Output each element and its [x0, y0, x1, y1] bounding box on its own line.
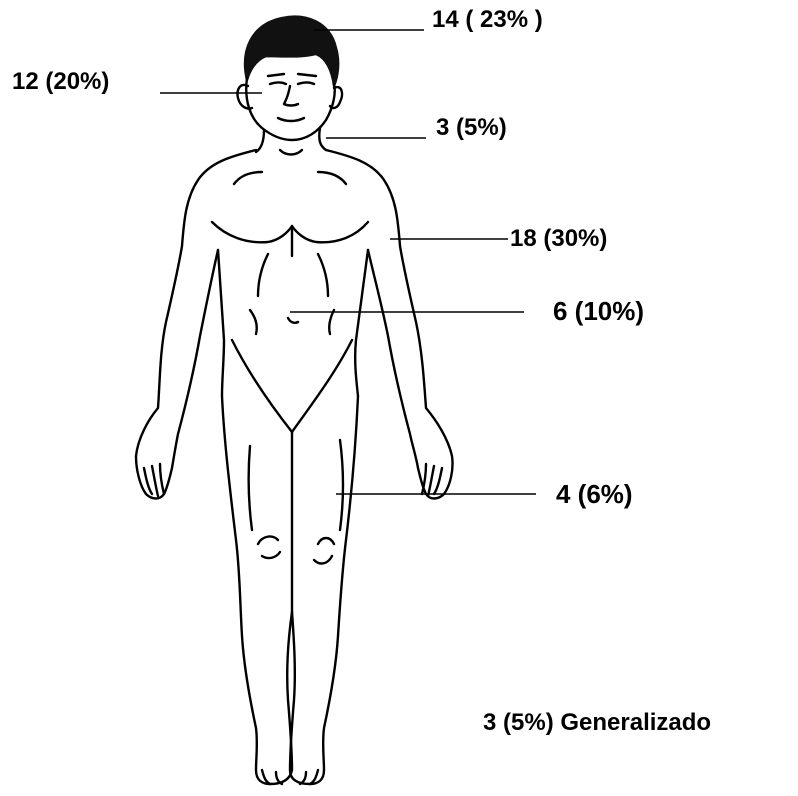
left-ear — [237, 85, 252, 109]
label-arm: 18 (30%) — [510, 227, 607, 251]
label-trunk: 6 (10%) — [553, 298, 644, 324]
torso-right-side — [355, 250, 368, 396]
label-head: 14 ( 23% ) — [432, 8, 543, 32]
left-leg-outline — [222, 396, 292, 784]
hair — [245, 17, 338, 86]
right-leg-outline — [290, 396, 358, 784]
label-neck: 3 (5%) — [436, 116, 507, 140]
label-generalized: 3 (5%) Generalizado — [483, 711, 711, 735]
torso-left-side — [218, 250, 224, 396]
groin — [232, 340, 352, 432]
label-face: 12 (20%) — [12, 70, 109, 94]
label-legs: 4 (6%) — [556, 481, 633, 507]
left-arm-outline — [136, 150, 256, 499]
neck — [256, 130, 264, 152]
right-arm-outline — [326, 150, 453, 499]
chest — [212, 222, 368, 242]
